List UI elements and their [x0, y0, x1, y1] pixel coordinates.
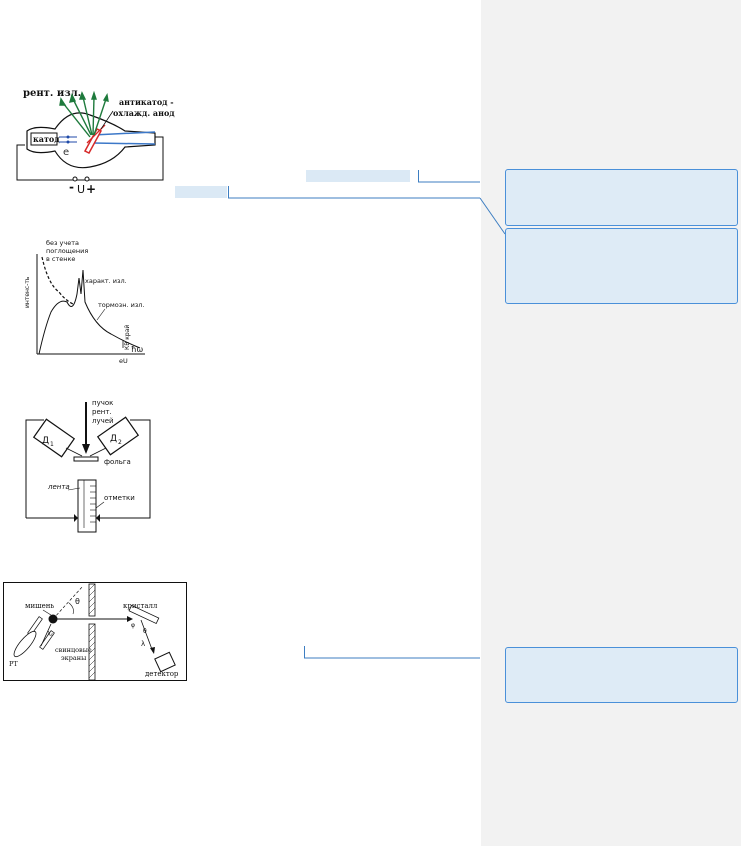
figure-detector-setup: пучок рент. лучей Д 1 Д 2 фольга лента: [25, 399, 151, 533]
crystal-label: кристалл: [123, 602, 158, 610]
comment-anchor-bracket-3: [304, 646, 305, 658]
beam-label-3: лучей: [92, 417, 114, 425]
comment-margin-pane: [481, 0, 741, 846]
detector: [154, 651, 176, 673]
foil: [73, 456, 99, 462]
crystal: [128, 604, 160, 625]
characteristic-label: характ. изл.: [85, 277, 127, 285]
no-absorption-label-2: поглощения: [46, 247, 88, 255]
screens-label-1: свинцовые: [55, 646, 92, 654]
electron-label: e: [63, 147, 69, 158]
figure-xray-tube: рент. изл. катод e антикатод - охлажд. а…: [16, 88, 175, 195]
x-axis-label: ħω: [131, 345, 144, 354]
voltage-label: U: [77, 183, 85, 195]
detector-2: [96, 416, 140, 456]
document-page: рент. изл. катод e антикатод - охлажд. а…: [3, 88, 419, 681]
anticathode-label: антикатод -: [119, 97, 174, 107]
foil-label: фольга: [104, 458, 131, 466]
figure-spectrometer: мишень θ кристалл φ θ λ детектор свинцов…: [3, 582, 187, 681]
xray-tube: [13, 630, 37, 658]
detector-2-label: Д: [110, 434, 117, 444]
anode-label: охлажд. анод: [113, 108, 175, 118]
screens-label-2: экраны: [61, 654, 86, 662]
tape-label: лента: [47, 483, 70, 491]
lambda0-label: λ₀: [47, 630, 54, 638]
eu-label: eU: [119, 357, 128, 364]
no-absorption-label-1: без учета: [46, 239, 79, 247]
beam-label-2: рент.: [92, 408, 112, 416]
spectrum-curve: [38, 269, 141, 355]
comment-anchor-highlight-2[interactable]: [175, 186, 227, 198]
detector-1: [32, 418, 76, 458]
radiation-label: рент. изл.: [23, 88, 81, 99]
lambda-label: λ: [141, 640, 145, 648]
detector-1-subscript: 1: [50, 441, 54, 448]
comment-anchor-highlight-1[interactable]: [306, 170, 410, 182]
marks-label: отметки: [104, 494, 135, 502]
comment-anchor-bracket-1: [418, 170, 419, 182]
figure-xray-spectrum: интенс-ть без учета поглощения в стенке …: [24, 239, 145, 364]
unabsorbed-curve: [41, 256, 74, 305]
cathode-box: [30, 132, 58, 146]
comment-balloon-3[interactable]: [505, 647, 738, 703]
comment-anchor-bracket-2: [228, 186, 229, 198]
tape: [77, 479, 97, 533]
minus-label: -: [69, 180, 74, 194]
detector-2-subscript: 2: [118, 439, 122, 446]
target-label: мишень: [25, 602, 54, 610]
cathode-label: катод: [33, 134, 60, 144]
plus-label: +: [86, 182, 96, 195]
detector-1-label: Д: [42, 436, 49, 446]
comment-balloon-1[interactable]: [505, 169, 738, 226]
y-axis-label: интенс-ть: [24, 276, 31, 308]
detector-label: детектор: [145, 670, 179, 678]
comment-balloon-2[interactable]: [505, 228, 738, 304]
no-absorption-label-3: в стенке: [46, 255, 75, 263]
beam-label-1: пучок: [92, 399, 113, 407]
edge-label: КВ край: [124, 325, 131, 350]
bremsstrahlung-label: тормозн. изл.: [98, 301, 145, 309]
tube-label: РТ: [9, 660, 18, 668]
theta-1-label: θ: [75, 597, 80, 606]
phi-label: φ: [131, 622, 135, 629]
